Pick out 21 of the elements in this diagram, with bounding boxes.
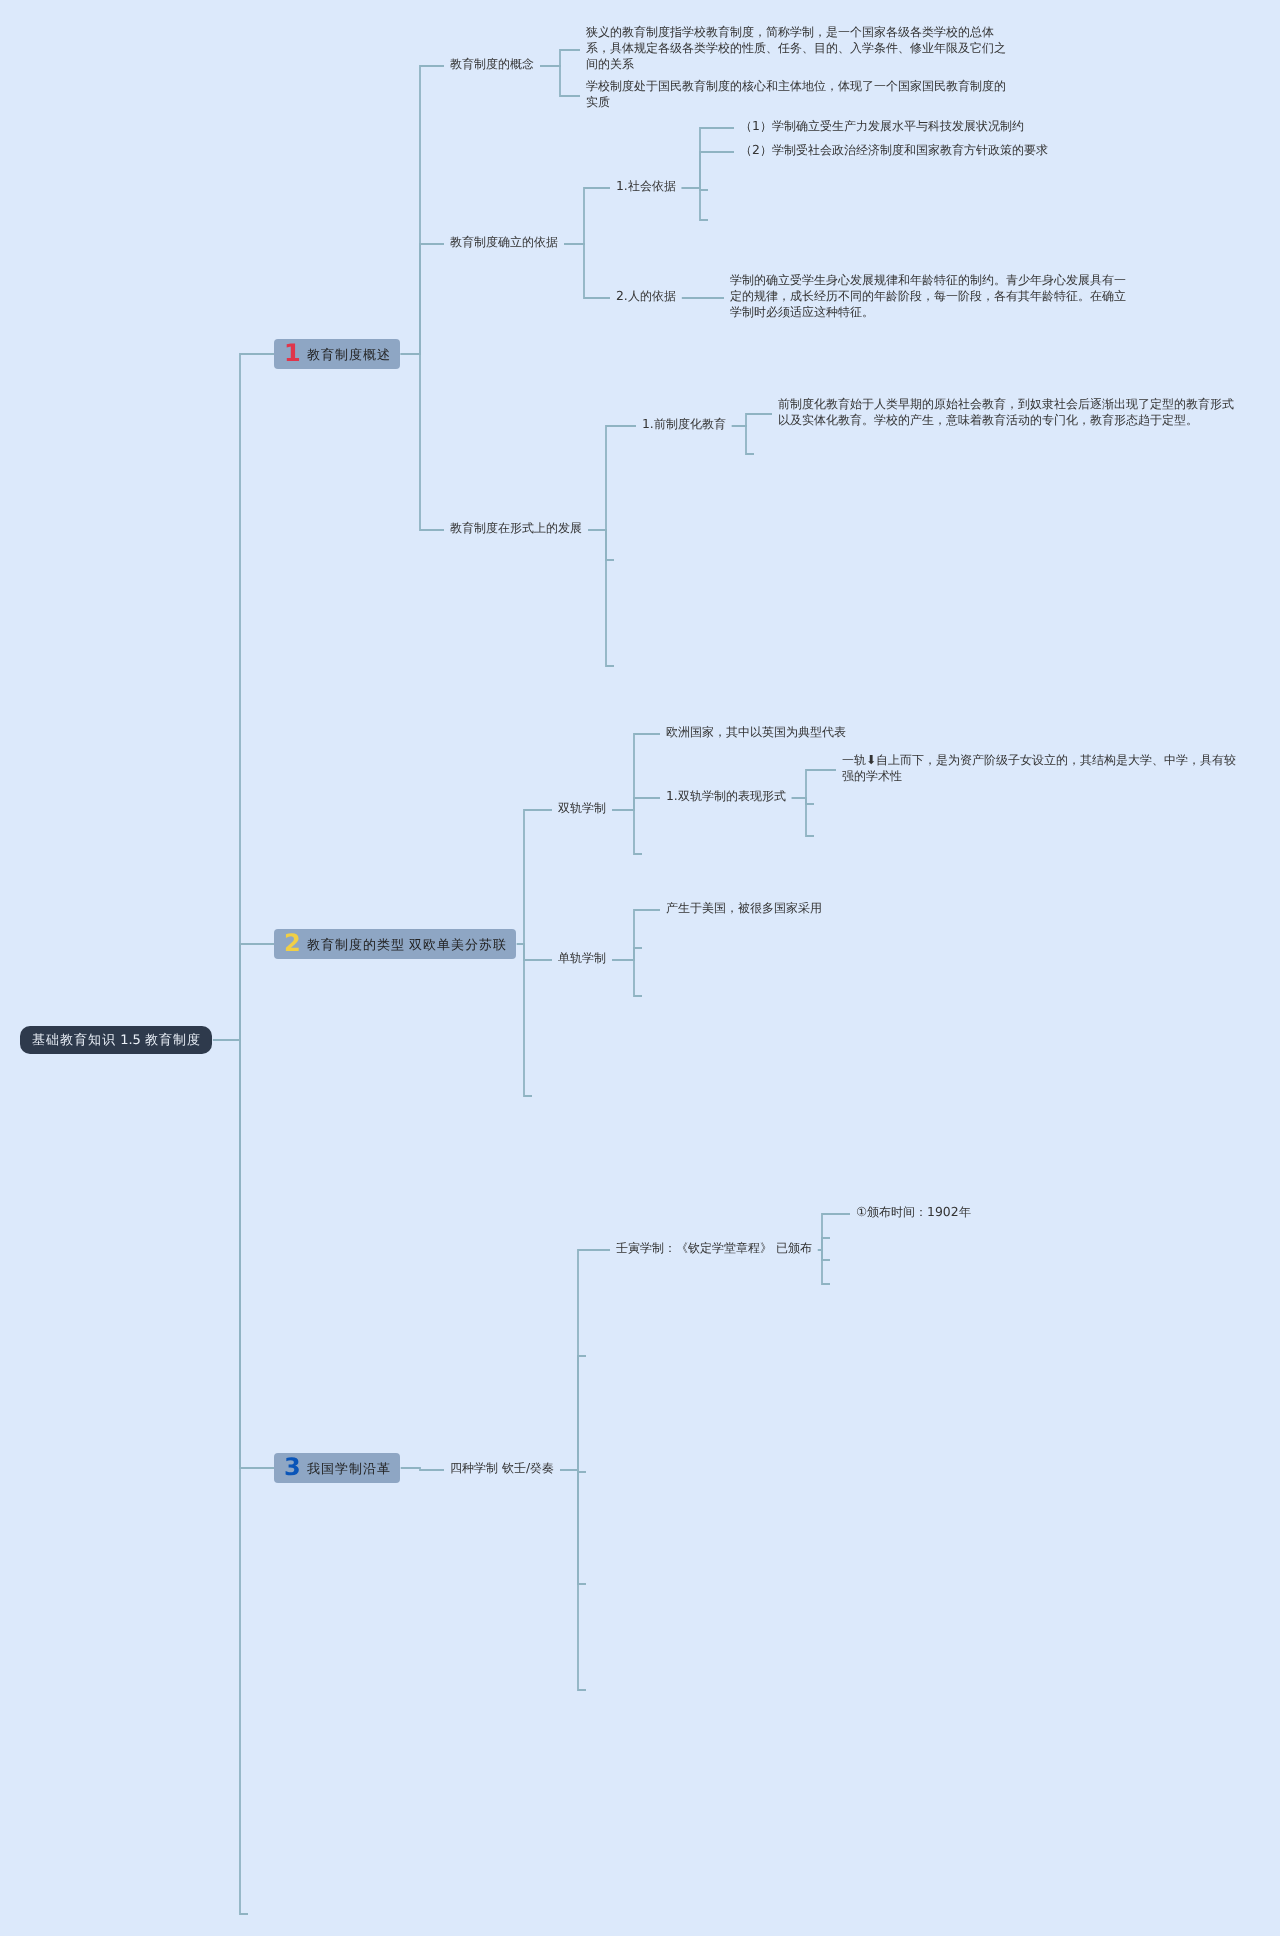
connector-line — [563, 243, 611, 299]
connector-line — [399, 1467, 445, 1471]
topic-box — [274, 339, 401, 369]
branch-stub — [559, 1469, 587, 1691]
topic-number: 3 — [284, 1455, 301, 1481]
connector-line — [539, 65, 581, 97]
branch-stub — [516, 943, 533, 1097]
topic-number: 1 — [284, 341, 301, 367]
branch-stub — [730, 425, 755, 455]
connector-line — [680, 297, 725, 299]
topic-box — [274, 1453, 401, 1483]
connector-line — [399, 353, 445, 531]
branch-stub — [817, 1249, 831, 1285]
branch-stub — [611, 959, 643, 997]
branch-stub — [611, 809, 643, 855]
branch-stub — [587, 529, 615, 667]
branch-stub — [680, 187, 709, 221]
topic-number: 2 — [284, 931, 301, 957]
branch-stub — [790, 797, 815, 837]
topic-box — [274, 929, 517, 959]
branch-stub — [817, 1237, 831, 1251]
